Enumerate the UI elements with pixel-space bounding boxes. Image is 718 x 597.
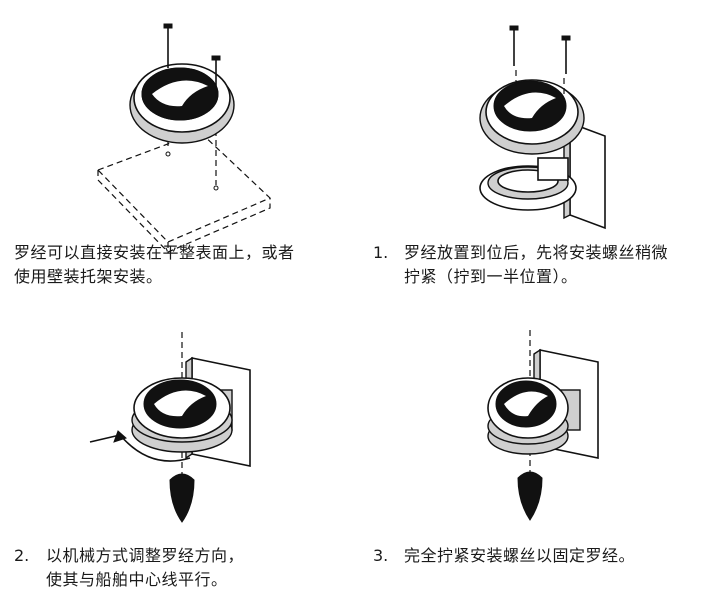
step-2-line-1: 以机械方式调整罗经方向， — [46, 546, 245, 565]
step-1-number: 1. — [373, 243, 389, 262]
step-1-line-2: 拧紧（拧到一半位置）。 — [404, 267, 578, 286]
step-3-number: 3. — [373, 546, 389, 565]
step-0-line-1: 罗经可以直接安装在平整表面上，或者 — [14, 243, 295, 262]
step-2-number: 2. — [14, 546, 30, 565]
compass-bracket-mount-screws-illustration — [479, 25, 606, 230]
step-3-text: 完全拧紧安装螺丝以固定罗经。 — [404, 544, 635, 568]
compass-align-centerline-illustration — [89, 332, 251, 523]
figure-bracket-mount — [470, 18, 620, 233]
step-0-text: 罗经可以直接安装在平整表面上，或者 使用壁装托架安装。 — [14, 241, 295, 289]
step-2-text: 以机械方式调整罗经方向， 使其与船舶中心线平行。 — [46, 544, 244, 592]
step-1-line-1: 罗经放置到位后，先将安装螺丝稍微 — [404, 243, 669, 262]
figure-flat-surface-mount — [90, 20, 290, 253]
step-3-line-1: 完全拧紧安装螺丝以固定罗经。 — [404, 546, 636, 565]
step-1-text: 罗经放置到位后，先将安装螺丝稍微 拧紧（拧到一半位置）。 — [404, 241, 668, 289]
compass-tighten-screws-illustration — [487, 330, 599, 521]
figure-tighten-screws — [480, 330, 610, 530]
compass-flat-surface-mount-illustration — [96, 23, 272, 253]
figure-align-centerline — [89, 330, 270, 530]
step-0-line-2: 使用壁装托架安装。 — [14, 267, 163, 286]
step-2-line-2: 使其与船舶中心线平行。 — [46, 570, 228, 589]
